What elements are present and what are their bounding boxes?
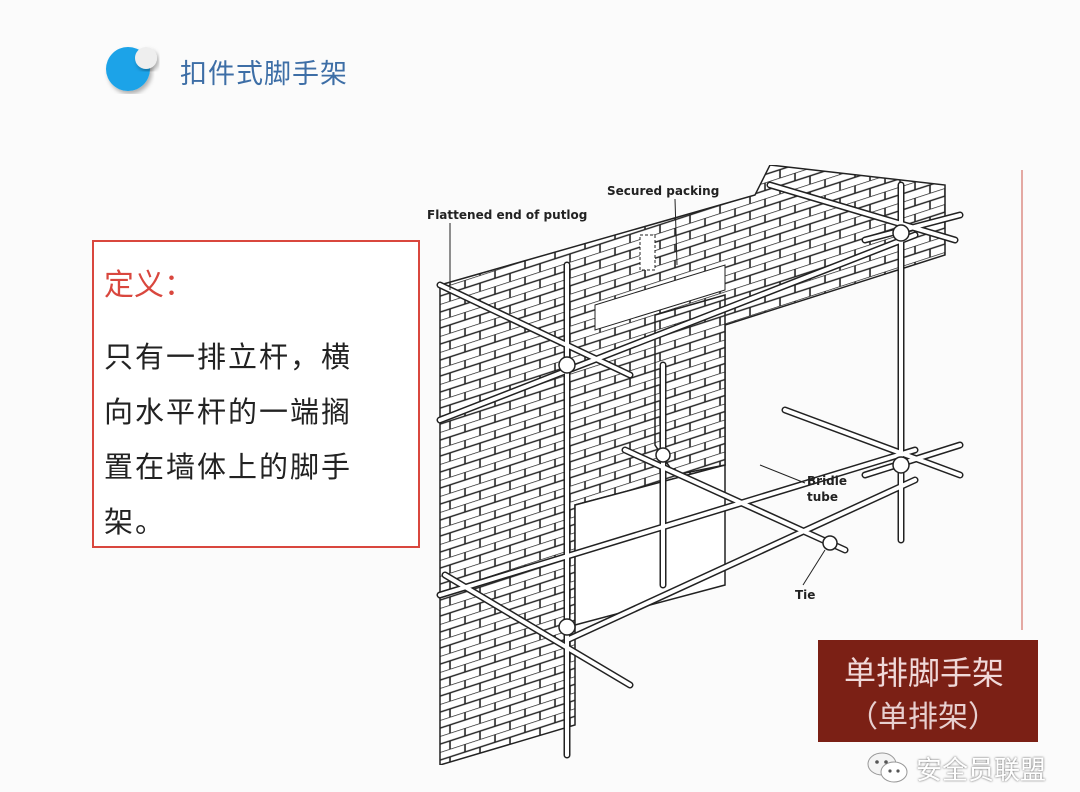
label-tie: Tie — [795, 588, 815, 602]
label-bridle: Bridle — [807, 474, 847, 488]
definition-text: 只有一排立杆，横向水平杆的一端搁置在墙体上的脚手架。 — [104, 340, 353, 539]
diagram-labels: Flattened end of putlog Secured packing … — [427, 184, 847, 602]
page-title: 扣件式脚手架 — [180, 59, 348, 90]
label-packing: Secured packing — [607, 184, 719, 198]
caption-title: 单排脚手架 — [844, 654, 1005, 692]
caption-subtitle: （单排架） — [848, 700, 998, 735]
label-putlog: Flattened end of putlog — [427, 208, 587, 222]
scaffold-tube-fill — [438, 183, 962, 757]
couplers — [558, 224, 910, 636]
caption-box: 单排脚手架 （单排架） — [818, 640, 1038, 742]
definition-box: 定义： 只有一排立杆，横向水平杆的一端搁置在墙体上的脚手架。 — [92, 240, 420, 548]
single-row-scaffold-diagram: Flattened end of putlog Secured packing … — [427, 165, 964, 765]
watermark: 安全员联盟 — [866, 748, 1046, 788]
divider-line — [1021, 170, 1023, 630]
blue-circle-bullet-icon — [106, 47, 157, 91]
definition-label: 定义： — [104, 268, 194, 303]
watermark-text: 安全员联盟 — [916, 755, 1047, 786]
wechat-icon — [867, 752, 908, 783]
label-tube: tube — [807, 490, 838, 504]
